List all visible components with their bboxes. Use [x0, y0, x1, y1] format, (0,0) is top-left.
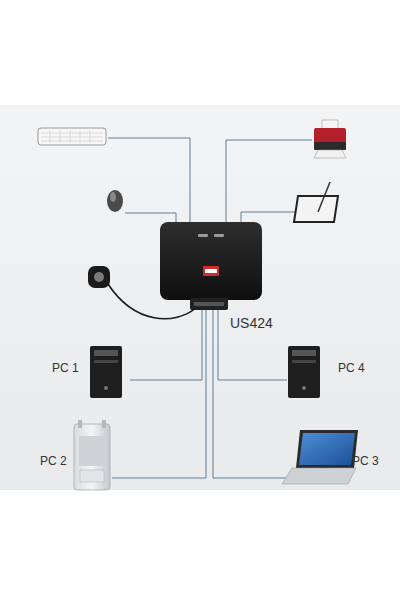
pc-label: PC 4	[338, 362, 365, 375]
mouse-icon	[107, 190, 123, 212]
remote-button	[88, 266, 196, 319]
kvm-switch	[160, 222, 262, 310]
pc-tower-2	[74, 420, 110, 490]
pc-tower-4	[288, 346, 320, 398]
pc-label: PC 1	[52, 362, 79, 375]
tablet-icon	[294, 182, 338, 222]
laptop-icon	[282, 430, 358, 484]
cables	[108, 138, 312, 478]
pc-label: PC 3	[352, 455, 379, 468]
printer-icon	[314, 120, 346, 158]
model-label: US424	[230, 316, 273, 331]
pc-label: PC 2	[40, 455, 67, 468]
pc-tower-1	[90, 346, 122, 398]
background-band	[0, 105, 400, 490]
keyboard-icon	[38, 128, 106, 145]
